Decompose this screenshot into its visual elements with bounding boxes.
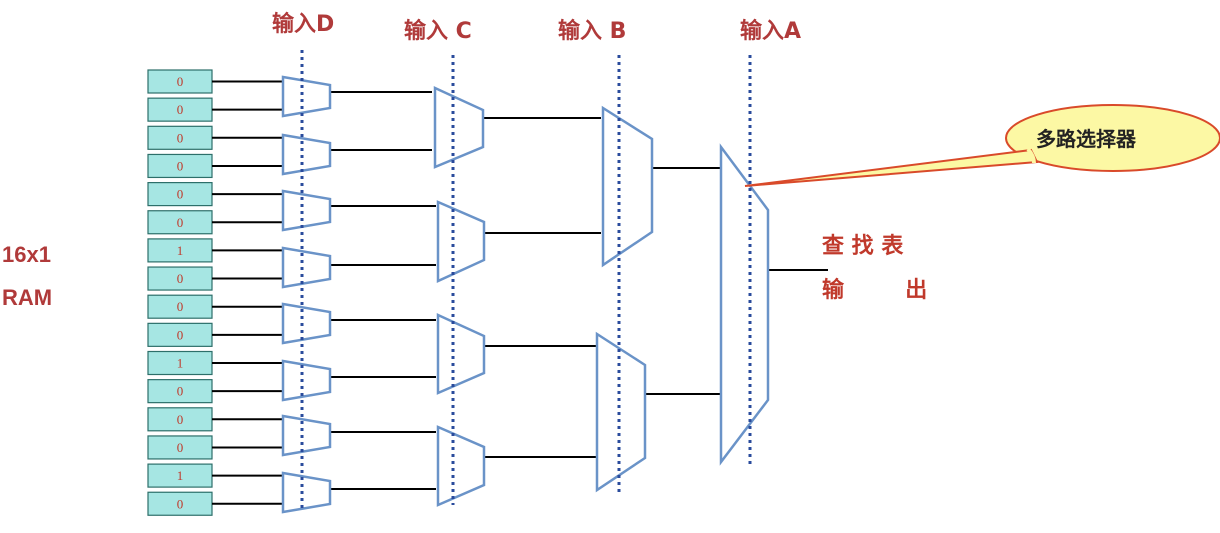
ram-cell-value: 0 bbox=[177, 271, 184, 286]
select-lines bbox=[300, 50, 752, 510]
multiplexers bbox=[281, 75, 770, 514]
wires bbox=[212, 80, 828, 505]
ram-cell-value: 0 bbox=[177, 496, 184, 511]
ram-label-ram: RAM bbox=[2, 285, 52, 310]
mux-d-4 bbox=[281, 246, 332, 289]
ram-label-size: 16x1 bbox=[2, 242, 51, 267]
ram-cell-value: 0 bbox=[177, 102, 184, 117]
mux-d-2 bbox=[281, 133, 332, 176]
output-label-line2: 输 出 bbox=[822, 277, 927, 303]
ram-cell-value: 0 bbox=[177, 327, 184, 342]
mux-c-2 bbox=[436, 200, 486, 283]
ram-cell: 0 bbox=[147, 491, 213, 516]
header-input-c: 输入 C bbox=[404, 18, 472, 44]
ram-cell: 0 bbox=[147, 322, 213, 347]
ram-cell-value: 1 bbox=[177, 468, 184, 483]
output-label-line1: 查 找 表 bbox=[822, 234, 904, 259]
ram-cell: 0 bbox=[147, 435, 213, 460]
mux-d-7 bbox=[281, 414, 332, 457]
ram-cell-value: 0 bbox=[177, 215, 184, 230]
ram-cell: 0 bbox=[147, 69, 213, 94]
ram-cell: 1 bbox=[147, 350, 213, 376]
ram-cell-value: 1 bbox=[177, 243, 184, 258]
ram-cell: 0 bbox=[147, 153, 213, 179]
ram-cell-value: 0 bbox=[177, 187, 184, 202]
mux-d-1 bbox=[281, 75, 332, 118]
header-input-d: 输入D bbox=[272, 11, 334, 37]
ram-cell: 0 bbox=[147, 266, 213, 291]
ram-cell-value: 0 bbox=[177, 158, 184, 173]
mux-a bbox=[719, 143, 770, 466]
callout-multiplexer: 多路选择器 bbox=[744, 104, 1220, 187]
mux-b-1 bbox=[601, 105, 654, 268]
ram-cell-value: 0 bbox=[177, 74, 184, 89]
mux-c-3 bbox=[436, 313, 486, 395]
mux-c-1 bbox=[433, 86, 485, 169]
ram-cell: 0 bbox=[147, 407, 213, 432]
header-input-b: 输入 B bbox=[558, 18, 626, 44]
ram-cell-value: 1 bbox=[177, 356, 184, 371]
mux-d-3 bbox=[281, 189, 332, 232]
ram-cell: 0 bbox=[147, 294, 213, 319]
ram-cell: 1 bbox=[147, 463, 213, 488]
ram-cell-value: 0 bbox=[177, 299, 184, 314]
mux-b-2 bbox=[595, 331, 647, 493]
ram-cell-value: 0 bbox=[177, 440, 184, 455]
ram-cell: 0 bbox=[147, 97, 213, 122]
callout-label: 多路选择器 bbox=[1036, 127, 1137, 151]
ram-cell-value: 0 bbox=[177, 412, 184, 427]
mux-d-8 bbox=[281, 471, 332, 514]
mux-c-4 bbox=[436, 425, 486, 507]
ram-cell: 0 bbox=[147, 210, 213, 235]
ram-cells: 0 0 0 0 0 0 1 0 0 0 1 0 0 0 1 0 bbox=[147, 69, 213, 516]
ram-cell: 0 bbox=[147, 125, 213, 150]
ram-cell-value: 0 bbox=[177, 130, 184, 145]
mux-d-5 bbox=[281, 302, 332, 345]
ram-cell: 1 bbox=[147, 238, 213, 263]
ram-cell-value: 0 bbox=[177, 384, 184, 399]
ram-cell: 0 bbox=[147, 379, 213, 404]
ram-cell: 0 bbox=[147, 182, 213, 207]
header-input-a: 输入A bbox=[740, 18, 801, 44]
mux-d-6 bbox=[281, 359, 332, 402]
